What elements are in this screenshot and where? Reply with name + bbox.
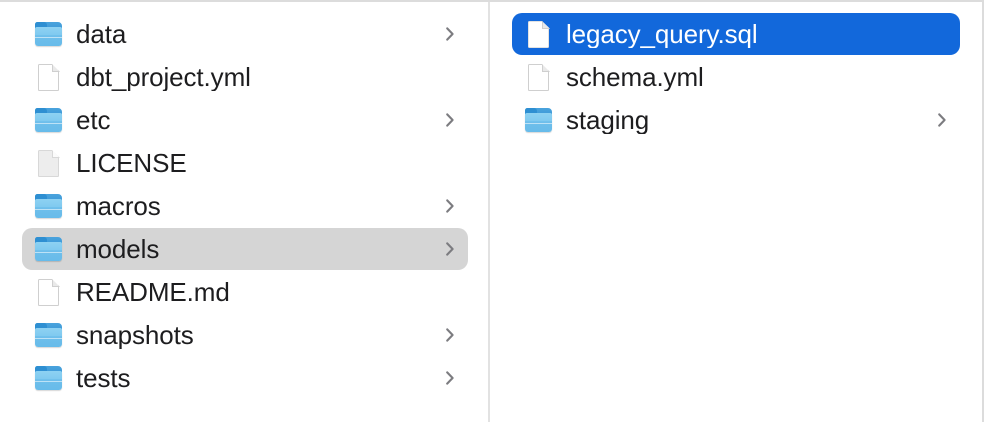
file-name-label: staging [566,106,650,134]
file-name-label: etc [76,106,111,134]
file-row[interactable]: tests [22,357,468,399]
file-name-label: schema.yml [566,63,704,91]
file-name-label: snapshots [76,321,194,349]
file-row[interactable]: snapshots [22,314,468,356]
file-row[interactable]: data [22,13,468,55]
file-row[interactable]: README.md [22,271,468,313]
file-name-label: dbt_project.yml [76,63,251,91]
document-icon [34,278,64,306]
file-name-label: legacy_query.sql [566,20,758,48]
chevron-right-icon[interactable] [444,111,456,129]
file-row[interactable]: models [22,228,468,270]
document-icon [34,63,64,91]
document-icon [524,20,554,48]
folder-icon [34,321,64,349]
file-name-label: README.md [76,278,230,306]
file-row[interactable]: macros [22,185,468,227]
file-row[interactable]: legacy_query.sql [512,13,960,55]
folder-icon [34,364,64,392]
file-row[interactable]: schema.yml [512,56,960,98]
plain-document-icon [34,149,64,177]
folder-icon [34,106,64,134]
document-icon [524,63,554,91]
chevron-right-icon[interactable] [444,326,456,344]
folder-icon [524,106,554,134]
file-name-label: models [76,235,160,263]
file-name-label: LICENSE [76,149,187,177]
chevron-right-icon[interactable] [444,240,456,258]
file-row[interactable]: dbt_project.yml [22,56,468,98]
file-row[interactable]: LICENSE [22,142,468,184]
finder-column-child[interactable]: legacy_query.sql schema.yml staging [490,2,982,422]
folder-icon [34,235,64,263]
chevron-right-icon[interactable] [936,111,948,129]
file-row[interactable]: staging [512,99,960,141]
chevron-right-icon[interactable] [444,197,456,215]
file-name-label: macros [76,192,161,220]
chevron-right-icon[interactable] [444,25,456,43]
file-name-label: tests [76,364,131,392]
folder-icon [34,192,64,220]
file-row[interactable]: etc [22,99,468,141]
folder-icon [34,20,64,48]
file-name-label: data [76,20,127,48]
chevron-right-icon[interactable] [444,369,456,387]
